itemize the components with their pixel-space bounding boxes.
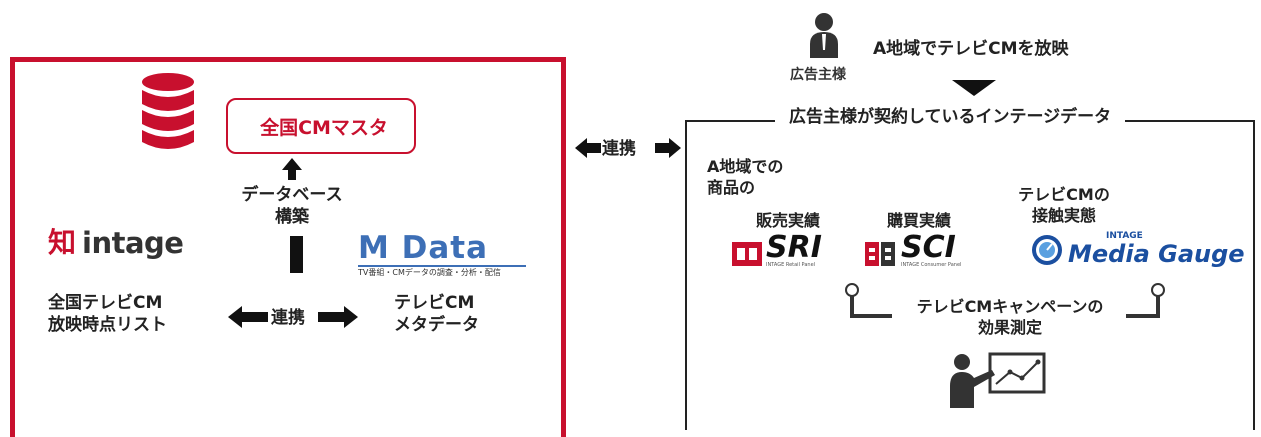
mg-logo-top: INTAGE [1106, 231, 1143, 241]
mdata-logo-tagline: TV番組・CMデータの調査・分析・配信 [358, 265, 526, 278]
gauge-icon [1032, 234, 1062, 265]
intage-logo: 知 intage [48, 226, 184, 260]
arrow-right-icon [318, 306, 358, 328]
region-product-label: A地域での 商品の [707, 156, 783, 198]
sci-logo-text: SCI [901, 230, 956, 265]
mdata-logo-text: M Data [358, 230, 489, 266]
effect-line-2: 効果測定 [977, 318, 1042, 337]
db-build-line-2: 構築 [275, 207, 309, 227]
purchase-results-label: 購買実績 [887, 211, 952, 230]
center-link-label: 連携 [602, 139, 636, 159]
left-panel-frame [10, 57, 566, 437]
triangle-down-icon [952, 80, 996, 96]
sri-logo: SRI INTAGE Retail Panel [732, 230, 822, 268]
list-line-1: 全国テレビCM [48, 293, 163, 313]
region-line-2: 商品の [707, 178, 756, 197]
meta-line-2: メタデータ [394, 315, 479, 335]
center-arrow-right-icon [655, 138, 681, 158]
arrow-up-icon [282, 158, 302, 180]
effect-measurement-label: テレビCMキャンペーンの 効果測定 [895, 296, 1125, 338]
contact-line-2: 接触実態 [1031, 206, 1096, 225]
effect-line-1: テレビCMキャンペーンの [916, 297, 1104, 316]
db-build-label: データベース 構築 [229, 184, 355, 228]
advertiser-person-icon [810, 13, 838, 58]
sri-logo-sub: INTAGE Retail Panel [766, 262, 816, 268]
broadcast-label: A地域でテレビCMを放映 [873, 39, 1069, 59]
intage-logo-text: intage [82, 226, 184, 260]
presentation-icon [950, 352, 1046, 408]
contact-line-1: テレビCMの [1018, 185, 1110, 204]
database-icon [142, 73, 194, 149]
db-build-bar [290, 236, 303, 273]
sales-results-label: 販売実績 [756, 211, 821, 230]
sri-logo-text: SRI [766, 230, 822, 265]
sci-logo: SCI INTAGE Consumer Panel [865, 230, 962, 268]
national-cm-list-label: 全国テレビCM 放映時点リスト [48, 292, 167, 336]
national-cm-master-label: 全国CMマスタ [260, 116, 388, 139]
meta-line-1: テレビCM [394, 293, 475, 313]
sri-logo-mark [732, 242, 762, 266]
contract-data-label: 広告主様が契約しているインテージデータ [775, 106, 1126, 128]
left-link-label: 連携 [271, 308, 305, 328]
mdata-logo: M Data TV番組・CMデータの調査・分析・配信 [358, 232, 526, 278]
region-line-1: A地域での [707, 157, 784, 176]
contact-status-label: テレビCMの 接触実態 [1012, 184, 1116, 226]
sci-logo-sub: INTAGE Consumer Panel [901, 262, 962, 268]
intage-logo-mark: 知 [48, 226, 77, 259]
advertiser-label: 広告主様 [790, 67, 846, 83]
center-arrow-left-icon [575, 138, 601, 158]
db-build-line-1: データベース [241, 185, 343, 205]
sci-logo-mark [865, 242, 895, 266]
tv-cm-meta-label: テレビCM メタデータ [394, 292, 479, 336]
national-cm-master-box: 全国CMマスタ [226, 98, 416, 154]
effect-bracket [845, 283, 1165, 318]
media-gauge-logo: INTAGE Media Gauge [1030, 232, 1245, 267]
list-line-2: 放映時点リスト [48, 315, 167, 335]
mg-logo-text: Media Gauge [1068, 240, 1245, 268]
arrow-left-icon [228, 306, 268, 328]
